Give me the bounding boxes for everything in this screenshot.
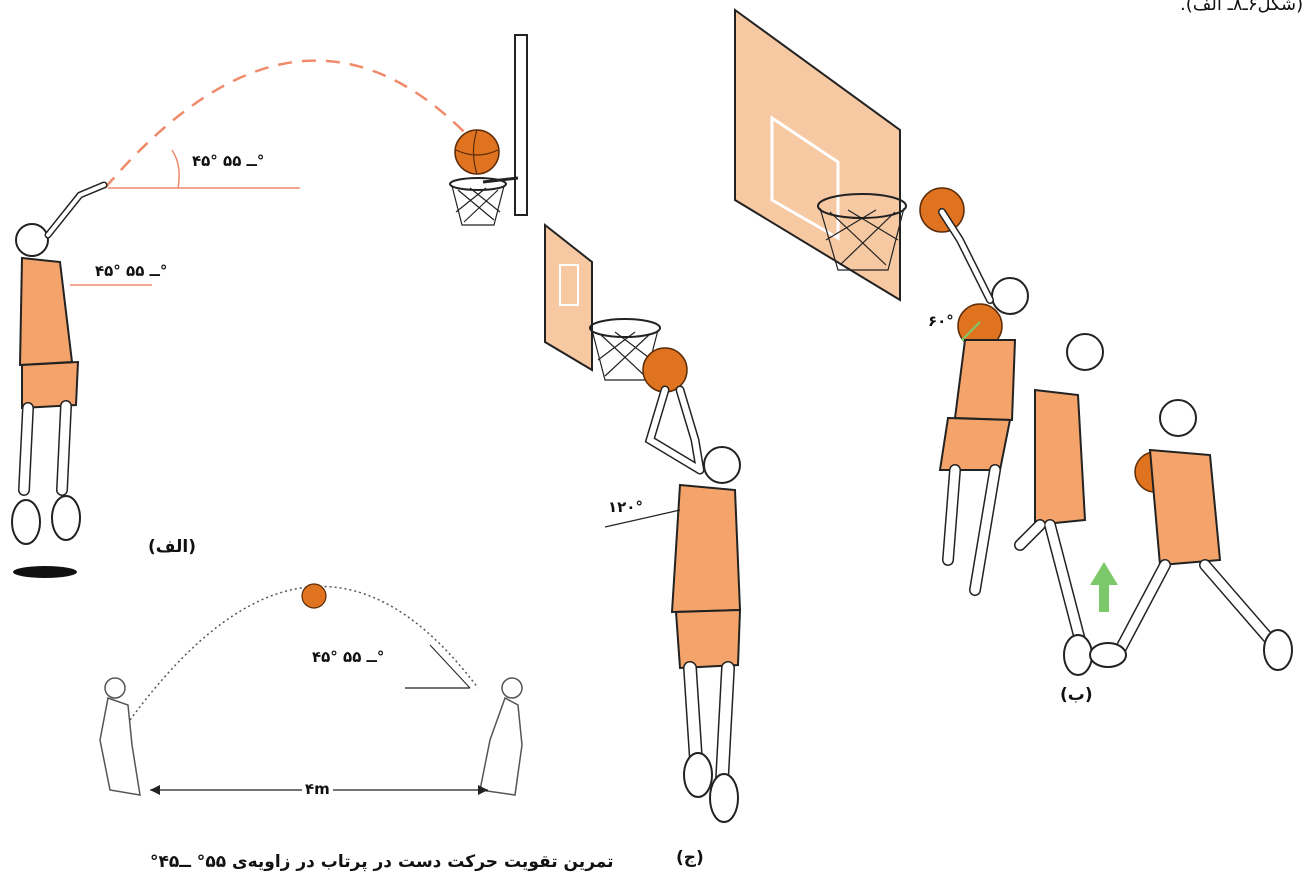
drill-angle-label: ۴۵° ــ ۵۵° [312, 648, 384, 666]
drill-player-right [480, 678, 522, 795]
drill-diagram [100, 584, 522, 795]
layup-figure-3 [1090, 400, 1292, 670]
release-angle-arc [172, 150, 179, 188]
arm-angle-label: ۴۵° ــ ۵۵° [95, 262, 167, 280]
layup-figure-1 [940, 212, 1028, 590]
backboard-jim [545, 225, 592, 370]
shooter-alef [12, 185, 104, 578]
drill-ball [302, 584, 326, 608]
panel-be-illustration [735, 10, 1292, 675]
shooter-jim [650, 390, 740, 822]
panel-label-be: (ب) [1060, 685, 1093, 705]
ball-trajectory [105, 61, 472, 188]
drill-distance-label: ۴m [302, 780, 333, 798]
panel-label-alef: (الف) [148, 537, 196, 557]
drill-caption: تمرین تقویت حرکت دست در پرتاب در زاویه‌ی… [150, 852, 614, 872]
drill-player-left [100, 678, 140, 795]
layup-arm-angle-label: ۶۰° [928, 312, 954, 330]
jump-arrow [1090, 562, 1118, 612]
panel-label-jim: (ج) [676, 848, 704, 868]
rim-alef [450, 178, 506, 190]
drill-trajectory [130, 586, 478, 720]
backboard-alef [515, 35, 527, 215]
drill-angle-arm [430, 645, 470, 688]
backboard-be [735, 10, 900, 300]
elbow-angle-label: ۱۲۰° [608, 498, 643, 516]
ball-jim [643, 348, 687, 392]
release-angle-label: ۴۵° ــ ۵۵° [192, 152, 264, 170]
panel-jim-illustration [545, 225, 740, 822]
panel-alef-illustration [12, 35, 527, 578]
header-snippet: (شکل۶ـ۸ـ الف). [1180, 0, 1303, 15]
layup-figure-2 [1020, 334, 1103, 675]
shadow-alef [13, 566, 77, 578]
net-alef [452, 186, 504, 225]
